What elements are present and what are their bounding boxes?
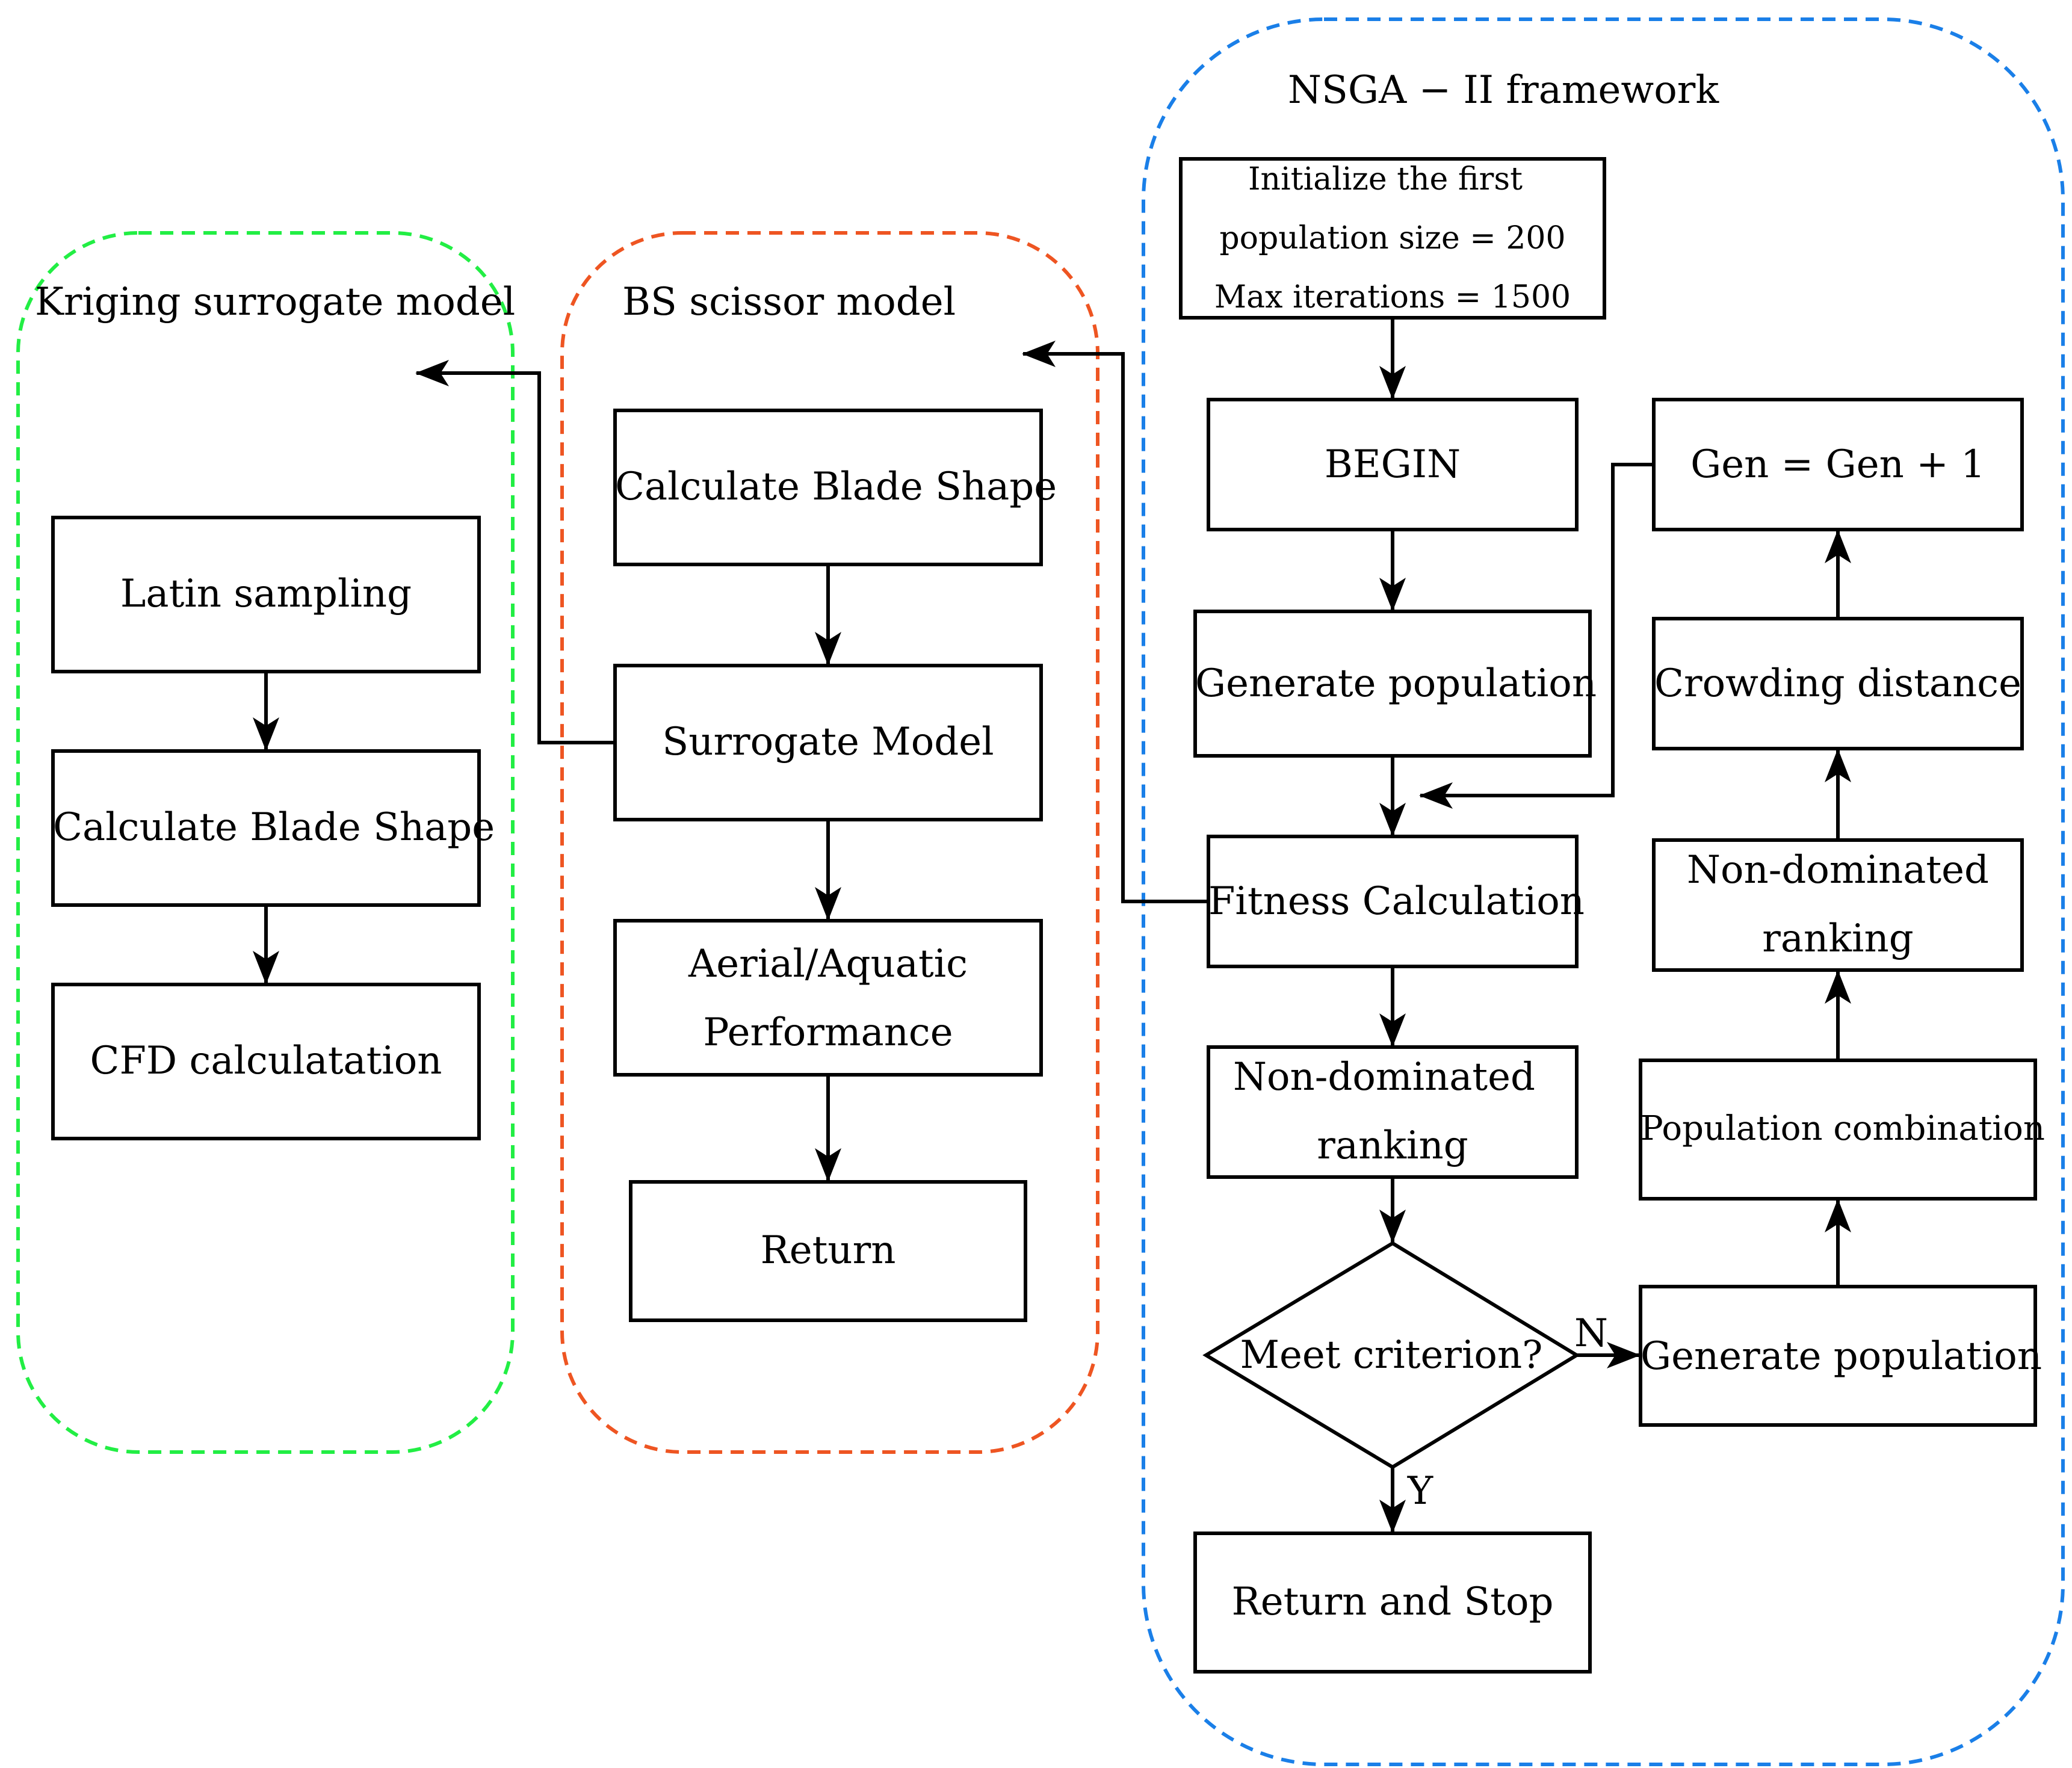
- kriging-blade-shape-label: Calculate Blade Shape: [53, 805, 495, 850]
- bs-blade-shape-box: [613, 409, 1043, 566]
- cfd-calculation-box: [51, 983, 481, 1140]
- latin-sampling-box: [51, 516, 481, 673]
- crowding-distance-label: Crowding distance: [1654, 661, 2021, 706]
- generate-population-label: Generate population: [1195, 661, 1597, 706]
- performance-label-line2: Performance: [703, 1010, 953, 1055]
- non-dominated-ranking-box: [1207, 1045, 1579, 1179]
- fitness-calculation-label: Fitness Calculation: [1208, 879, 1585, 924]
- ranking-label-line1: Non-dominated: [1233, 1055, 1535, 1099]
- surrogate-model-box: [613, 664, 1043, 821]
- cfd-calculation-label: CFD calculatation: [90, 1039, 442, 1083]
- bs-blade-shape-label: Calculate Blade Shape: [615, 465, 1057, 509]
- init-label-line2: population size = 200: [1219, 220, 1566, 256]
- begin-label: BEGIN: [1324, 442, 1461, 487]
- generate-population-right-box: [1639, 1285, 2037, 1427]
- init-label-line3: Max iterations = 1500: [1214, 279, 1571, 315]
- kriging-frame: [16, 231, 515, 1454]
- ranking2-label-line2: ranking: [1762, 916, 1914, 961]
- performance-label-line1: Aerial/Aquatic: [688, 942, 968, 986]
- yes-edge-label: Y: [1407, 1469, 1433, 1513]
- kriging-frame-title: Kriging surrogate model: [35, 280, 516, 324]
- ranking2-label-line1: Non-dominated: [1687, 848, 1989, 892]
- return-and-stop-label: Return and Stop: [1231, 1580, 1554, 1624]
- init-label-line1: Initialize the first: [1248, 161, 1523, 197]
- initialize-box: [1179, 157, 1606, 320]
- performance-box: [613, 919, 1043, 1077]
- arrow-fitness-to-bs: [1022, 341, 1208, 903]
- no-edge-label: N: [1574, 1311, 1608, 1356]
- surrogate-model-label: Surrogate Model: [662, 720, 994, 764]
- arrow-surrogate-to-kriging: [415, 360, 615, 744]
- bs-return-box: [629, 1180, 1027, 1322]
- population-combination-label: Population combination: [1641, 1109, 2045, 1148]
- fitness-calculation-box: [1207, 835, 1579, 968]
- begin-box: [1207, 398, 1579, 531]
- bs-scissor-frame: [560, 231, 1099, 1454]
- bs-frame-title: BS scissor model: [622, 280, 956, 324]
- generate-population-right-label: Generate population: [1641, 1334, 2043, 1379]
- arrow-gen-loop-back: [1419, 463, 1654, 809]
- nsga-frame-title: NSGA − II framework: [1288, 68, 1719, 113]
- gen-increment-label: Gen = Gen + 1: [1690, 442, 1985, 487]
- bs-return-label: Return: [760, 1228, 896, 1273]
- ranking-label-line2: ranking: [1317, 1124, 1468, 1168]
- return-and-stop-box: [1193, 1532, 1592, 1674]
- criterion-label: Meet criterion?: [1240, 1333, 1543, 1377]
- latin-sampling-label: Latin sampling: [120, 572, 412, 616]
